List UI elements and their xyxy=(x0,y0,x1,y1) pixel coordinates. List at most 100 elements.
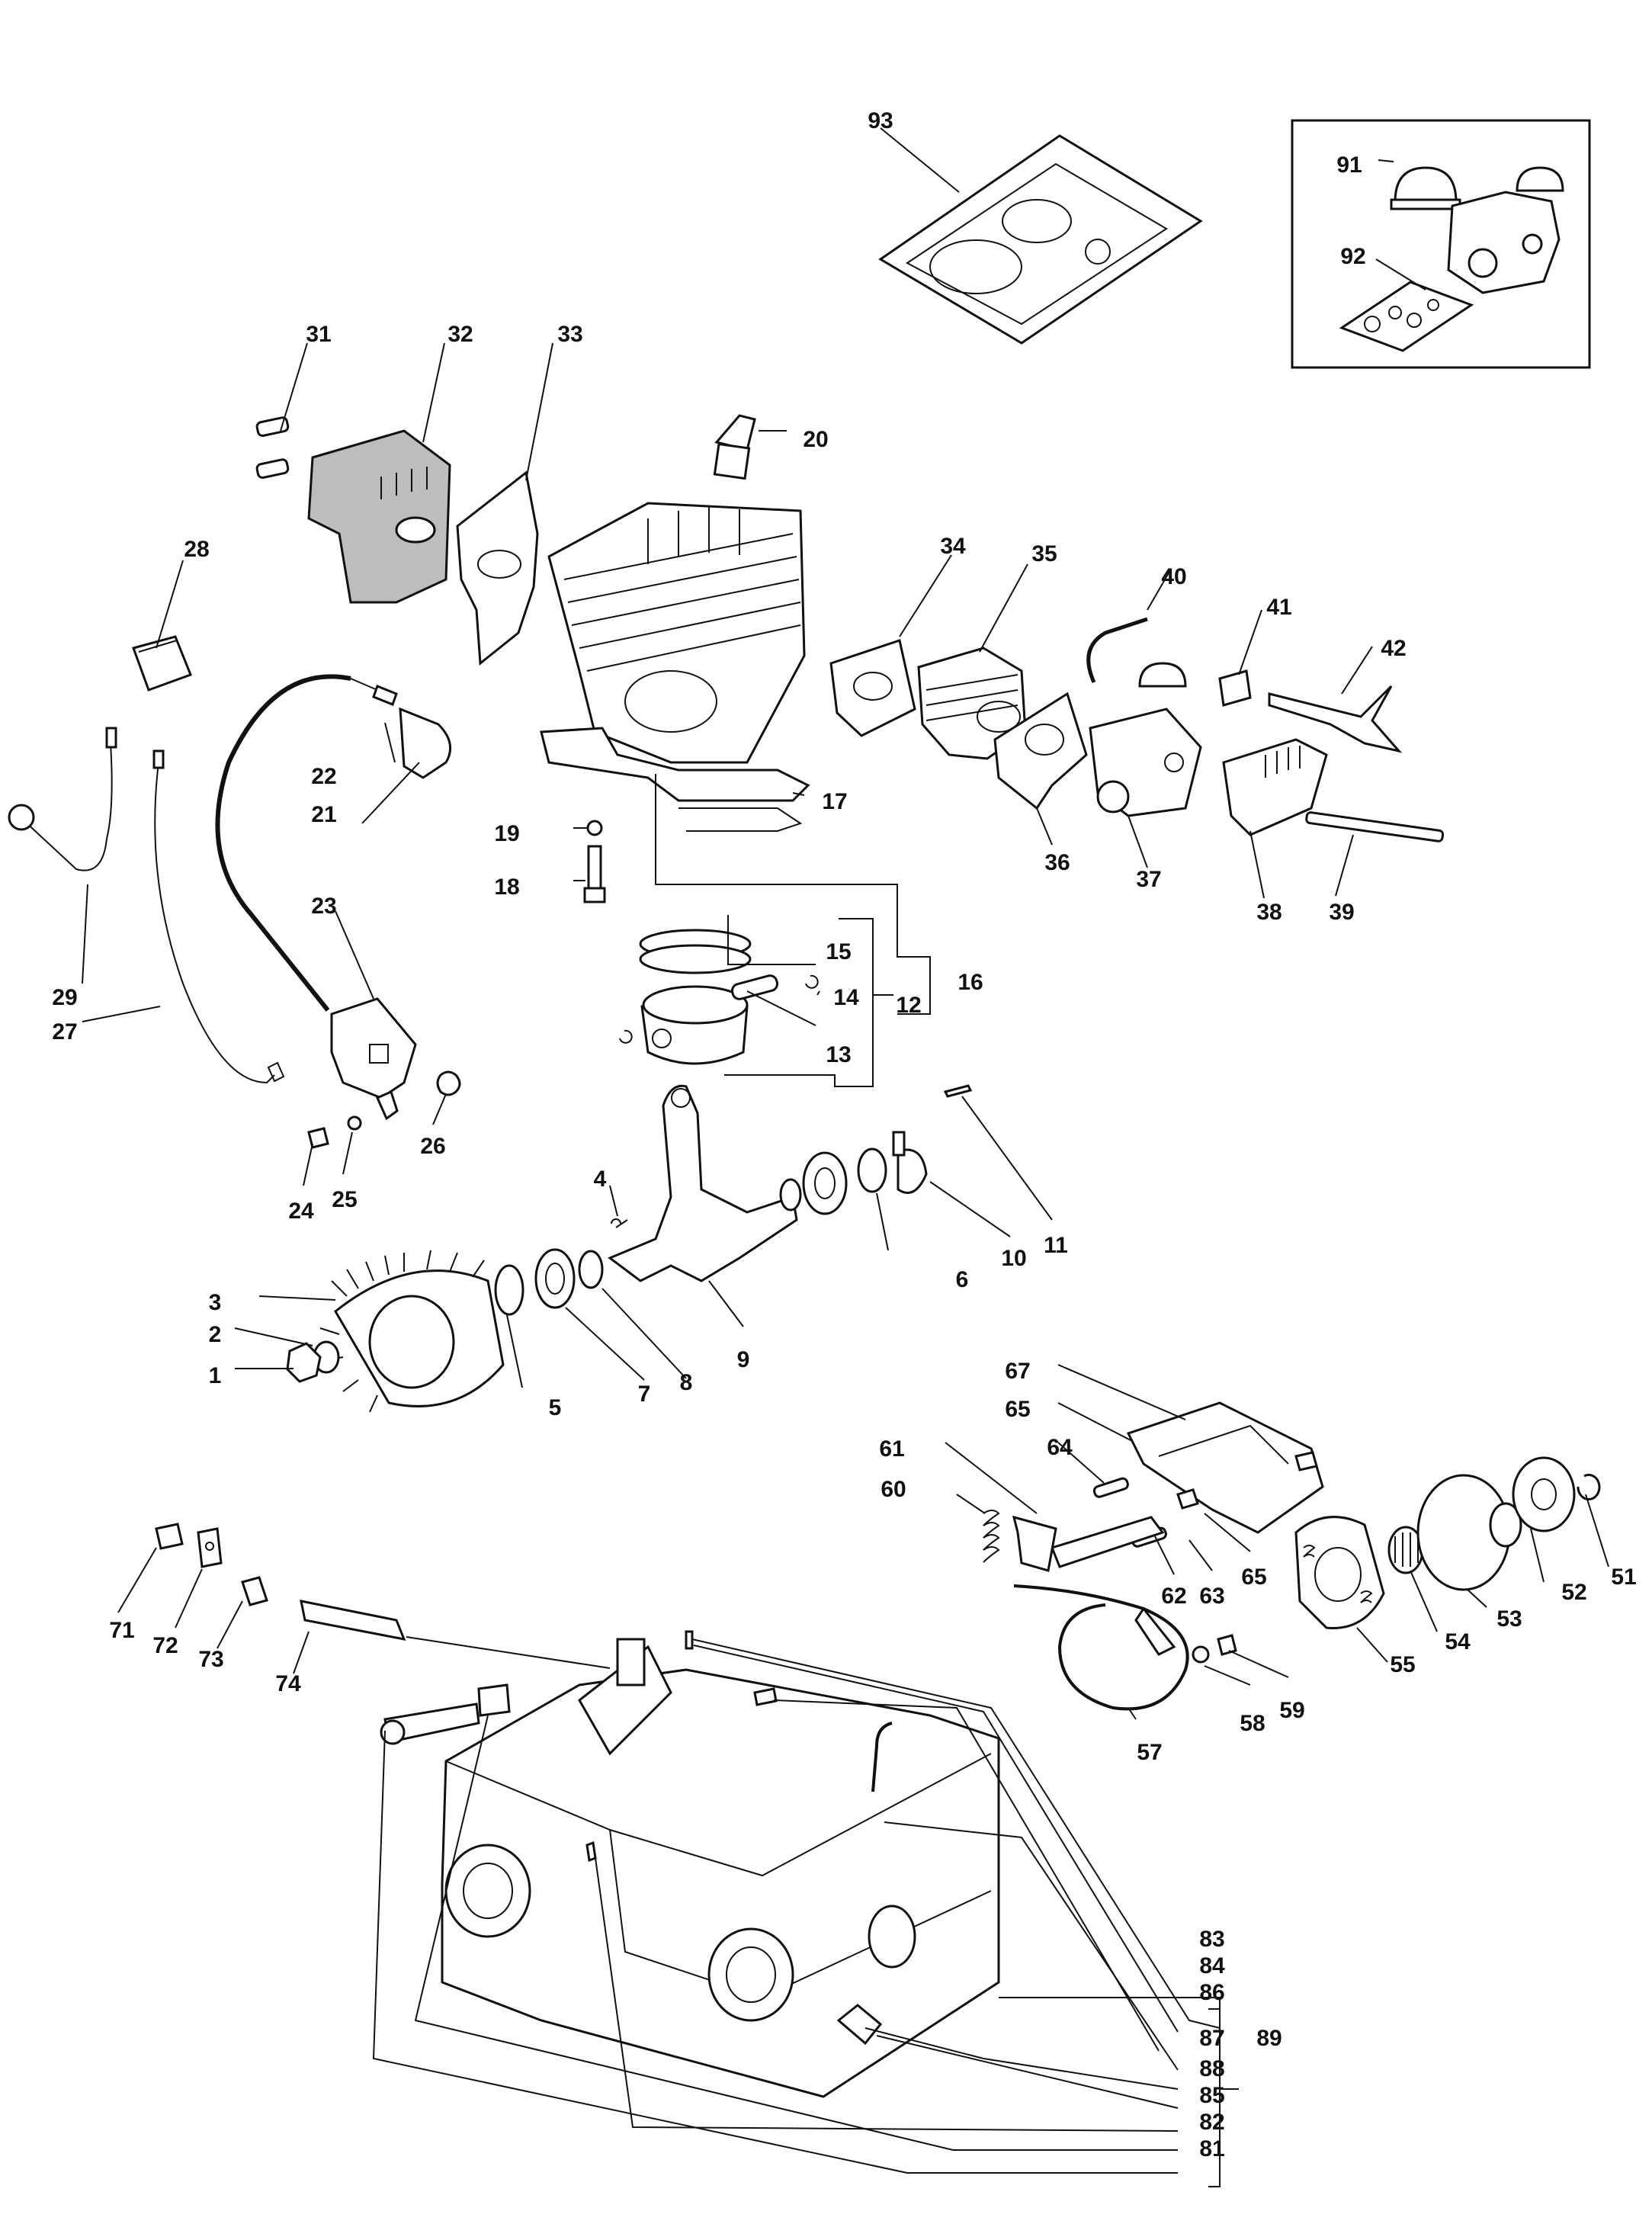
fuel-hose-86-icon xyxy=(871,1722,893,1792)
muffler-gasket-icon xyxy=(456,470,539,666)
shaft-74-icon xyxy=(300,1600,406,1641)
part-label-83: 83 xyxy=(1199,1927,1224,1952)
part-label-12: 12 xyxy=(896,993,921,1018)
part-label-38: 38 xyxy=(1256,900,1282,925)
carburetor-base-38-icon xyxy=(1222,738,1328,836)
gasket-41-icon xyxy=(1218,669,1252,707)
bolt-18-icon xyxy=(587,845,602,894)
crankshaft-group xyxy=(234,1084,1053,1413)
part-label-59: 59 xyxy=(1279,1698,1304,1723)
part-label-61: 61 xyxy=(879,1436,904,1462)
part-label-19: 19 xyxy=(494,821,519,846)
part-label-33: 33 xyxy=(557,322,582,347)
washer-8-icon xyxy=(578,1250,604,1289)
muffler-group xyxy=(255,342,553,666)
part-label-34: 34 xyxy=(940,534,966,559)
part-label-42: 42 xyxy=(1381,636,1406,661)
part-label-24: 24 xyxy=(288,1199,314,1224)
part-label-32: 32 xyxy=(447,322,473,347)
part-label-22: 22 xyxy=(311,764,336,789)
part-label-93: 93 xyxy=(868,108,893,133)
part-label-35: 35 xyxy=(1031,541,1057,566)
part-label-13: 13 xyxy=(826,1042,851,1067)
part-label-81: 81 xyxy=(1199,2136,1224,2161)
part-label-14: 14 xyxy=(833,985,859,1010)
part-label-41: 41 xyxy=(1266,595,1291,620)
part-label-57: 57 xyxy=(1137,1740,1162,1765)
part-label-5: 5 xyxy=(549,1395,562,1420)
screw-11-icon xyxy=(943,1084,973,1098)
part-label-67: 67 xyxy=(1005,1359,1030,1384)
spring-26-icon xyxy=(436,1070,461,1096)
part-label-65a: 65 xyxy=(1005,1397,1030,1422)
spark-plug-cap-icon xyxy=(399,707,452,779)
ignition-group xyxy=(8,560,461,1186)
part-label-55: 55 xyxy=(1390,1652,1415,1677)
part-label-64: 64 xyxy=(1047,1435,1073,1460)
seal-5-icon xyxy=(494,1264,524,1316)
part-label-28: 28 xyxy=(184,537,209,562)
part-label-71: 71 xyxy=(109,1618,134,1643)
plate-82-icon xyxy=(477,1683,511,1717)
washer-84-icon xyxy=(753,1687,778,1706)
muffler-icon xyxy=(307,429,451,604)
clip-65-icon xyxy=(1176,1488,1199,1510)
part-label-51: 51 xyxy=(1611,1564,1636,1590)
part-label-73: 73 xyxy=(198,1647,223,1672)
bushing-73-icon xyxy=(241,1576,268,1606)
spring-60-icon xyxy=(983,1510,1000,1563)
part-label-1: 1 xyxy=(209,1363,222,1388)
crankcase-icon xyxy=(441,1668,1000,2098)
washer-58-icon xyxy=(1192,1645,1210,1664)
brake-band-57-icon xyxy=(1013,1584,1189,1711)
clutch-55-icon xyxy=(1294,1516,1385,1629)
wire-27-icon xyxy=(154,762,275,1084)
piston-pin-icon xyxy=(730,974,779,1000)
washer-19-icon xyxy=(586,820,603,836)
part-label-82: 82 xyxy=(1199,2110,1224,2135)
pin-64-icon xyxy=(1092,1477,1129,1498)
part-label-72: 72 xyxy=(152,1633,178,1658)
circlip-51-icon xyxy=(1577,1473,1601,1500)
part-label-84: 84 xyxy=(1199,1953,1225,1978)
screw-31a-icon xyxy=(255,416,290,437)
crankcase-group xyxy=(117,1523,1239,2187)
part-label-39: 39 xyxy=(1329,900,1354,925)
part-label-8: 8 xyxy=(680,1370,693,1395)
part-label-23: 23 xyxy=(311,894,336,919)
dowel-83-icon xyxy=(685,1630,694,1650)
bearing-seat-left-icon xyxy=(444,1844,531,1938)
part-label-10: 10 xyxy=(1001,1246,1026,1271)
part-label-86: 86 xyxy=(1199,1980,1224,2005)
part-label-11: 11 xyxy=(1044,1233,1068,1258)
plate-72-icon xyxy=(197,1527,223,1568)
part-label-27: 27 xyxy=(52,1019,77,1045)
part-label-2: 2 xyxy=(209,1322,222,1347)
pin-85-icon xyxy=(585,1840,597,1863)
washer-52-icon xyxy=(1512,1456,1576,1532)
part-label-9: 9 xyxy=(737,1347,750,1372)
part-label-18: 18 xyxy=(494,874,519,900)
part-label-7: 7 xyxy=(638,1382,651,1407)
part-label-85: 85 xyxy=(1199,2083,1224,2108)
part-label-58: 58 xyxy=(1240,1711,1265,1736)
gasket-34-icon xyxy=(829,639,916,737)
carburetor-repair-kit-icon xyxy=(1339,281,1474,352)
part-label-91: 91 xyxy=(1336,152,1362,178)
screw-71-icon xyxy=(155,1523,184,1550)
intake-carburetor-group xyxy=(829,554,1445,899)
crankshaft-icon xyxy=(608,1084,798,1282)
part-label-4: 4 xyxy=(594,1167,607,1192)
part-label-88: 88 xyxy=(1199,2056,1224,2081)
chain-brake-group xyxy=(945,1364,1324,1720)
part-label-16: 16 xyxy=(958,970,983,995)
part-label-29: 29 xyxy=(52,985,77,1010)
screw-59-icon xyxy=(1217,1634,1237,1656)
part-label-53: 53 xyxy=(1496,1606,1522,1632)
inset-carburetor-kit xyxy=(1291,119,1591,369)
piston-group xyxy=(619,774,931,1087)
fuel-line-40-icon xyxy=(1086,617,1148,684)
part-label-62: 62 xyxy=(1161,1584,1186,1609)
